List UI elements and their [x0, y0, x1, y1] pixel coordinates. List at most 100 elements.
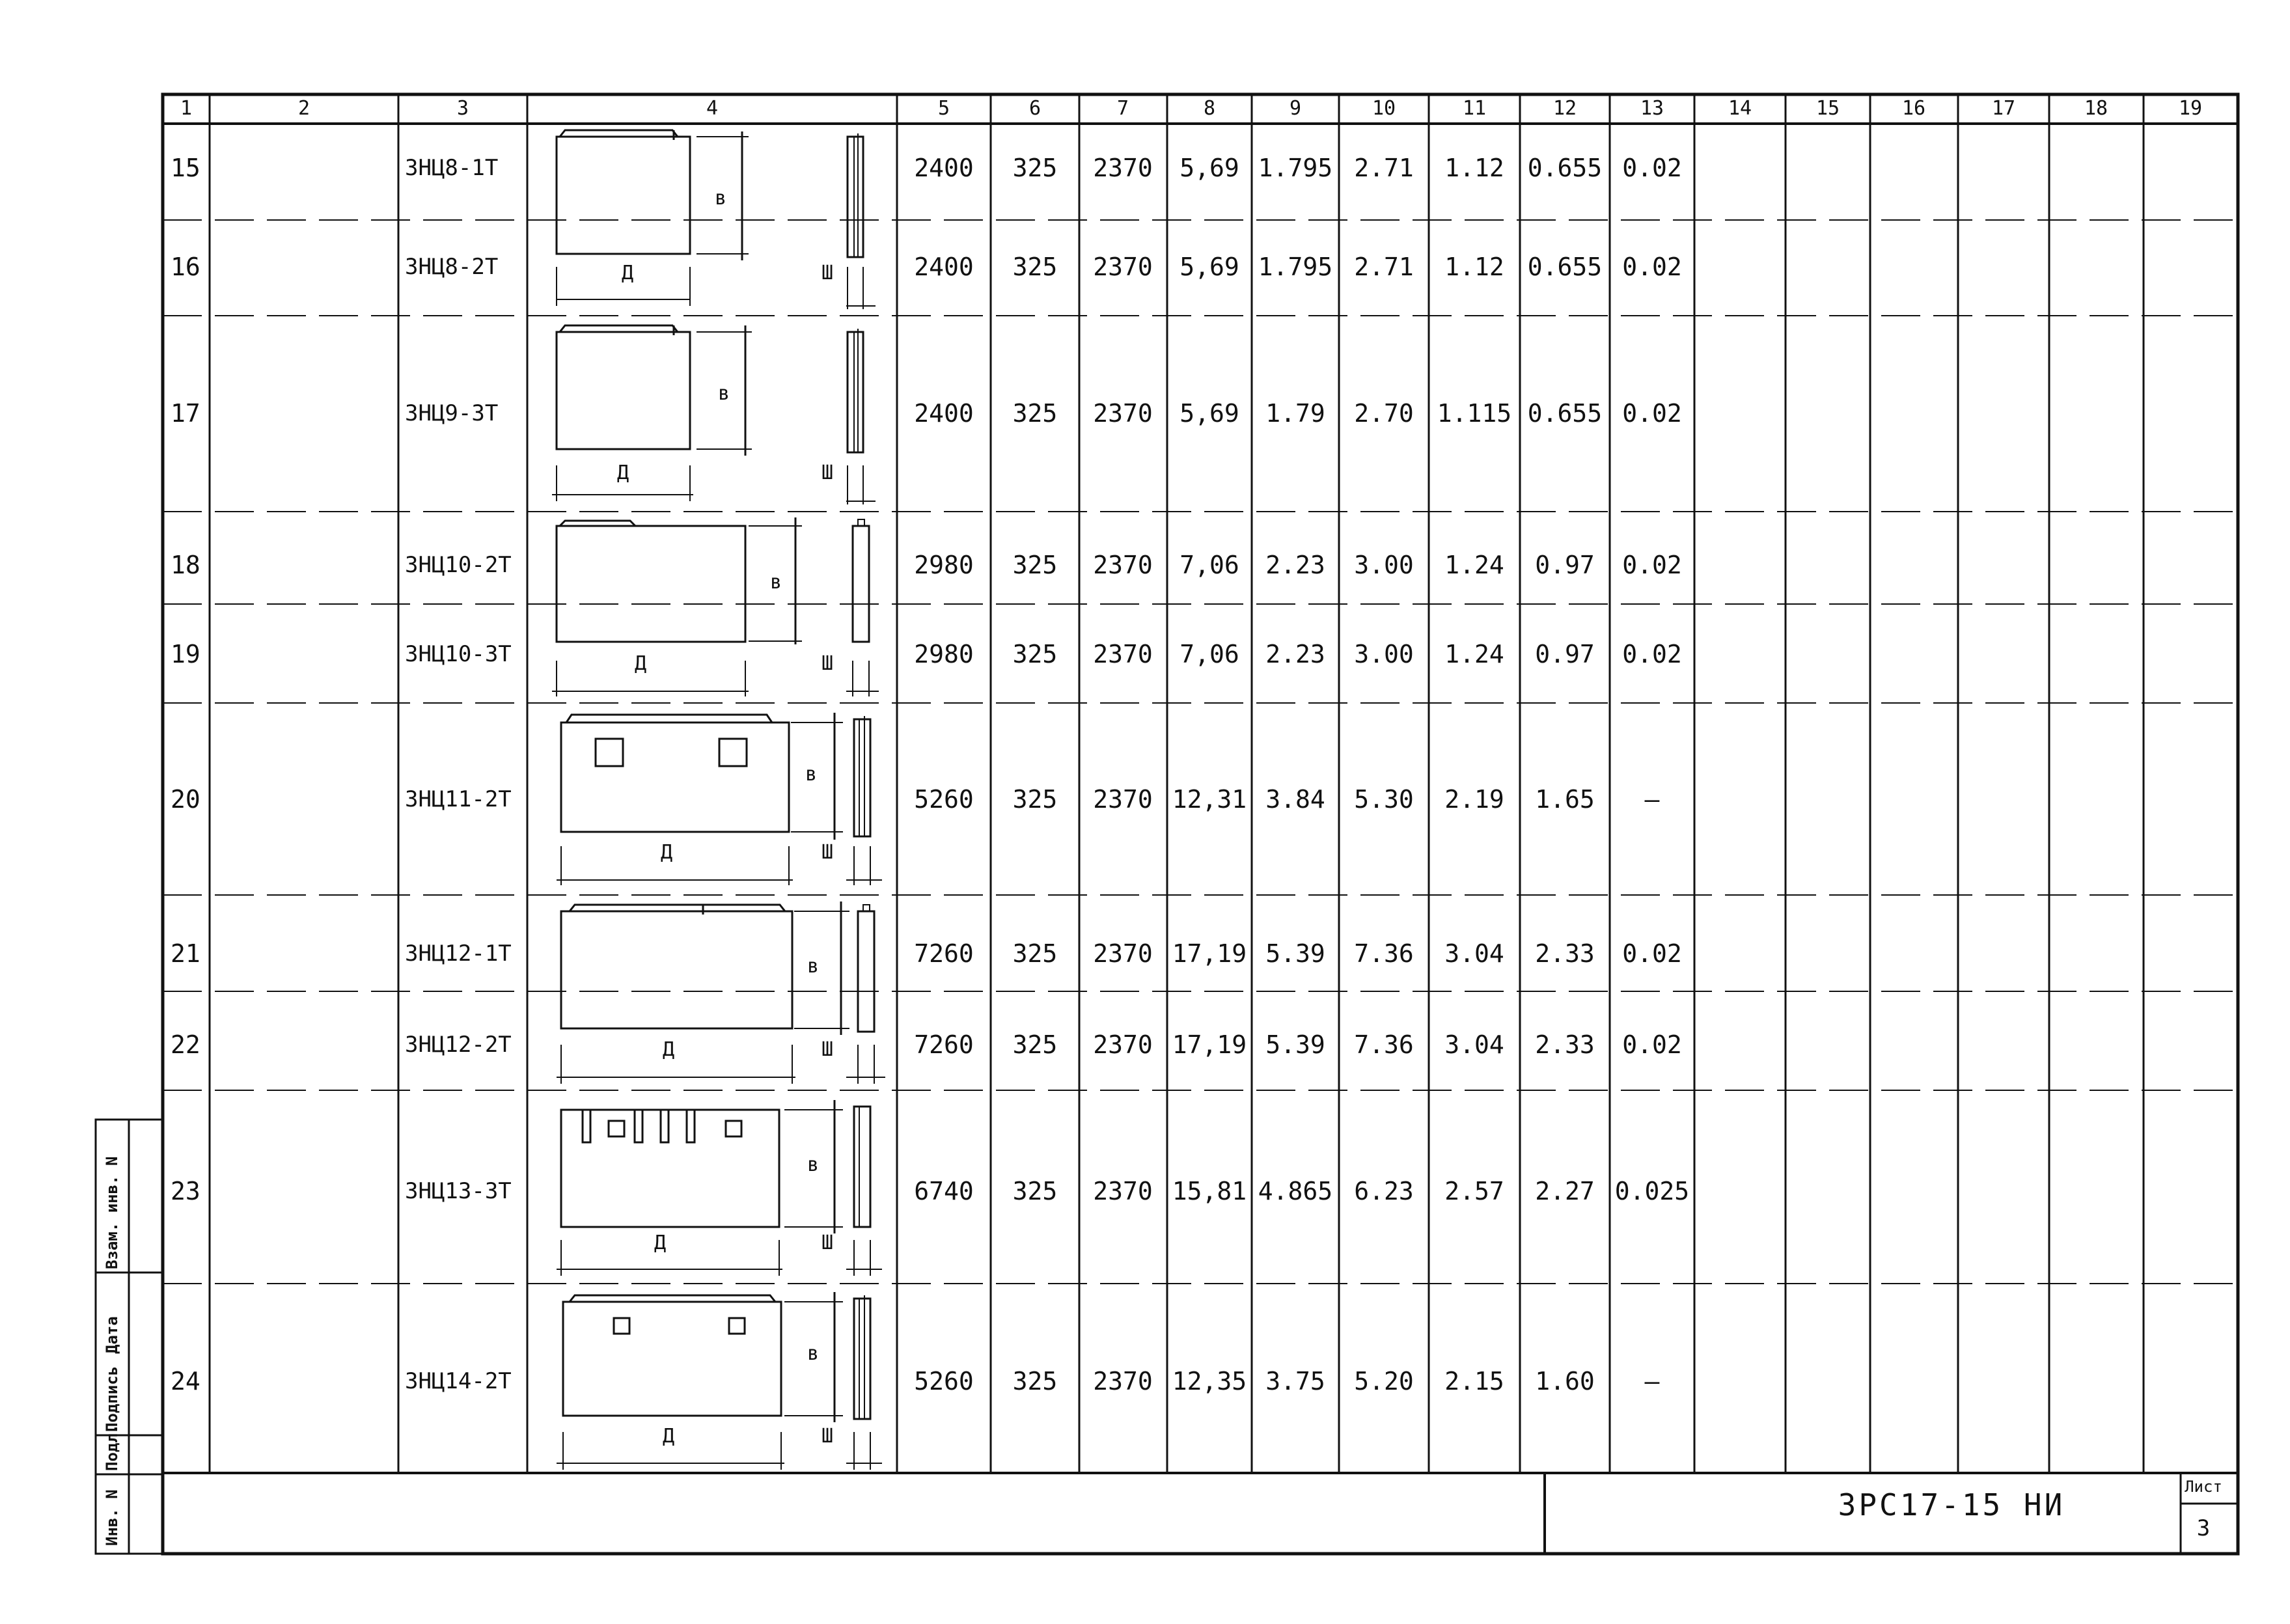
dimension-width-label: Ш [821, 652, 834, 675]
dimension-height-label: в [807, 955, 820, 978]
cell-col-8: 12,35 [1172, 1367, 1247, 1396]
cell-col-6: 325 [1012, 551, 1058, 579]
cell-col-9: 1.795 [1258, 154, 1333, 182]
column-header-7: 7 [1116, 97, 1129, 120]
cell-col-8: 5,69 [1179, 154, 1239, 182]
side-stamp-label: Дата [103, 1316, 121, 1354]
cell-col-13: – [1644, 785, 1660, 814]
column-header-6: 6 [1028, 97, 1042, 120]
column-header-17: 17 [1991, 97, 2016, 120]
sketch-panel-24 [557, 1292, 882, 1470]
cell-col-5: 2400 [914, 154, 974, 182]
column-header-12: 12 [1552, 97, 1577, 120]
cell-col-8: 5,69 [1179, 253, 1239, 281]
cell-col-8: 12,31 [1172, 785, 1247, 814]
sketch-panel-23 [557, 1100, 882, 1276]
cell-col-10: 2.71 [1354, 253, 1414, 281]
cell-col-13: 0.02 [1622, 154, 1682, 182]
cell-col-6: 325 [1012, 785, 1058, 814]
cell-col-12: 0.97 [1535, 640, 1595, 668]
cell-col-11: 3.04 [1444, 939, 1504, 968]
panel-code: ЗНЦ11-2Т [405, 786, 512, 812]
cell-col-13: 0.02 [1622, 640, 1682, 668]
cell-col-11: 2.57 [1444, 1177, 1504, 1205]
sketch-panel-15-16 [555, 129, 876, 309]
column-header-13: 13 [1640, 97, 1664, 120]
column-header-2: 2 [297, 97, 310, 120]
cell-col-7: 2370 [1093, 154, 1153, 182]
dimension-length-label: Д [654, 1232, 667, 1254]
cell-col-6: 325 [1012, 640, 1058, 668]
cell-col-5: 2980 [914, 640, 974, 668]
cell-col-10: 7.36 [1354, 939, 1414, 968]
cell-col-13: 0.025 [1614, 1177, 1690, 1205]
cell-col-5: 6740 [914, 1177, 974, 1205]
dimension-length-label: Д [663, 1038, 675, 1061]
panel-code: ЗНЦ14-2Т [405, 1368, 512, 1394]
column-header-9: 9 [1289, 97, 1302, 120]
dimension-length-label: Д [635, 652, 647, 675]
cell-col-7: 2370 [1093, 551, 1153, 579]
cell-col-9: 3.75 [1265, 1367, 1325, 1396]
dimension-width-label: Ш [821, 1038, 834, 1061]
cell-col-11: 2.19 [1444, 785, 1504, 814]
cell-col-12: 2.33 [1535, 1030, 1595, 1059]
cell-col-11: 3.04 [1444, 1030, 1504, 1059]
cell-col-12: 0.97 [1535, 551, 1595, 579]
panel-code: ЗНЦ9-3Т [405, 400, 499, 426]
cell-col-12: 0.655 [1527, 154, 1603, 182]
panel-code: ЗНЦ12-2Т [405, 1032, 512, 1058]
sketch-panel-17 [552, 324, 876, 504]
dimension-length-label: Д [622, 262, 634, 284]
cell-col-7: 2370 [1093, 399, 1153, 428]
column-header-8: 8 [1203, 97, 1216, 120]
row-number: 18 [171, 551, 200, 579]
cell-col-5: 2400 [914, 399, 974, 428]
sketch-panel-20 [557, 713, 882, 885]
panel-code: ЗНЦ8-2Т [405, 254, 499, 280]
cell-col-13: 0.02 [1622, 939, 1682, 968]
side-stamp-label: Инв. N [103, 1489, 121, 1546]
cell-col-6: 325 [1012, 1030, 1058, 1059]
dimension-height-label: в [770, 571, 782, 594]
panel-code: ЗНЦ10-3Т [405, 641, 512, 667]
row-number: 17 [171, 399, 200, 428]
row-number: 21 [171, 939, 200, 968]
column-header-4: 4 [706, 97, 719, 120]
row-number: 19 [171, 640, 200, 668]
dimension-length-label: Д [661, 841, 673, 864]
document-code: ЗРС17-15 НИ [1838, 1487, 2065, 1522]
cell-col-8: 15,81 [1172, 1177, 1247, 1205]
cell-col-11: 1.115 [1437, 399, 1512, 428]
cell-col-7: 2370 [1093, 939, 1153, 968]
row-number: 20 [171, 785, 200, 814]
cell-col-9: 3.84 [1265, 785, 1325, 814]
column-header-19: 19 [2178, 97, 2203, 120]
sketch-panel-21-22 [557, 901, 885, 1084]
cell-col-8: 5,69 [1179, 399, 1239, 428]
dimension-height-label: в [715, 187, 727, 210]
cell-col-5: 2980 [914, 551, 974, 579]
cell-col-12: 0.655 [1527, 253, 1603, 281]
cell-col-8: 17,19 [1172, 1030, 1247, 1059]
row-number: 15 [171, 154, 200, 182]
cell-col-11: 1.24 [1444, 551, 1504, 579]
cell-col-7: 2370 [1093, 1177, 1153, 1205]
cell-col-12: 1.65 [1535, 785, 1595, 814]
cell-col-12: 2.27 [1535, 1177, 1595, 1205]
cell-col-8: 7,06 [1179, 640, 1239, 668]
cell-col-10: 3.00 [1354, 551, 1414, 579]
panel-code: ЗНЦ8-1Т [405, 155, 499, 181]
cell-col-12: 1.60 [1535, 1367, 1595, 1396]
cell-col-6: 325 [1012, 154, 1058, 182]
panel-code: ЗНЦ12-1Т [405, 941, 512, 967]
cell-col-9: 1.795 [1258, 253, 1333, 281]
panel-code: ЗНЦ10-2Т [405, 552, 512, 578]
cell-col-6: 325 [1012, 1367, 1058, 1396]
cell-col-11: 2.15 [1444, 1367, 1504, 1396]
column-header-11: 11 [1462, 97, 1487, 120]
cell-col-9: 1.79 [1265, 399, 1325, 428]
cell-col-8: 17,19 [1172, 939, 1247, 968]
cell-col-13: 0.02 [1622, 399, 1682, 428]
